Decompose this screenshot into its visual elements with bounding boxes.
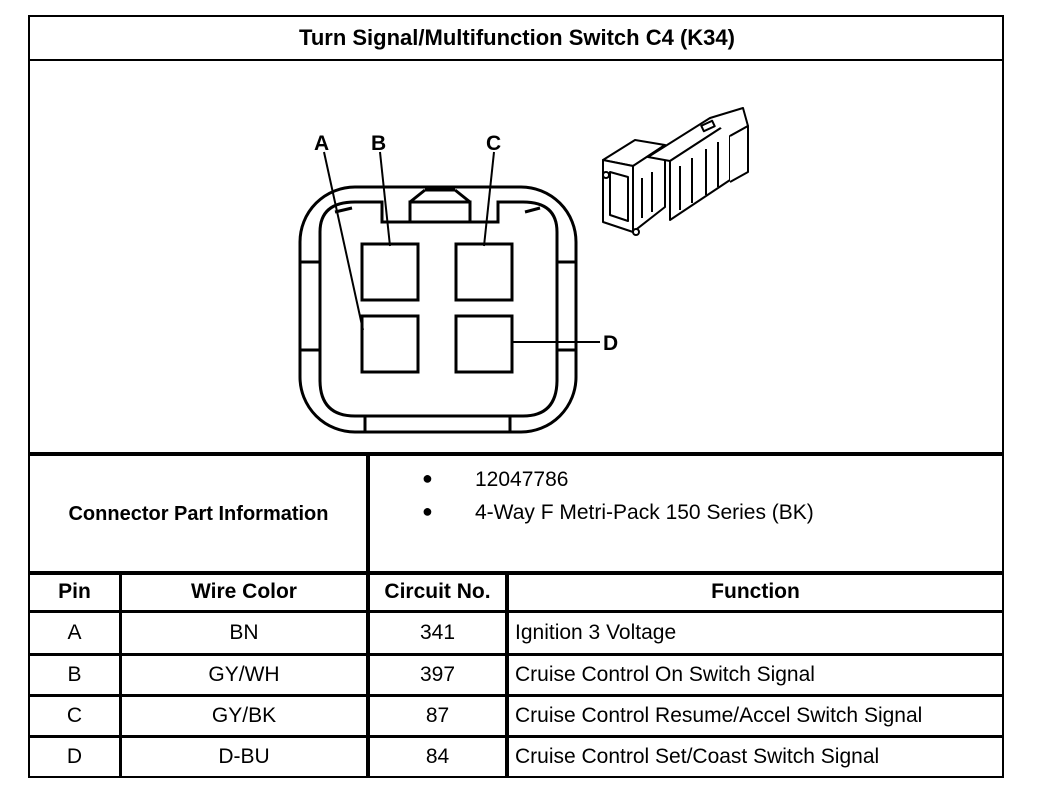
table-row-pin: B [67, 663, 82, 686]
table-row-wire-color: BN [229, 621, 259, 644]
part-number: 12047786 [475, 468, 569, 491]
diagram-divider [28, 452, 1004, 456]
table-row-wire-color: D-BU [218, 745, 270, 768]
latch-detail-right [454, 188, 471, 204]
table-row-wire-color: GY/BK [211, 704, 277, 727]
leader-c [483, 151, 495, 247]
pin-label-d: D [603, 332, 618, 355]
connector-inner-shell [318, 200, 559, 418]
table-row-function: Cruise Control On Switch Signal [515, 663, 815, 686]
leader-b [379, 151, 391, 247]
pin-label-a: A [314, 132, 329, 155]
iso-front-opening [609, 171, 629, 222]
iso-dot-top [602, 171, 610, 179]
table-row-function: Cruise Control Set/Coast Switch Signal [515, 745, 880, 768]
frame-right [1002, 15, 1004, 778]
iso-latch-window [700, 119, 716, 133]
table-row-pin: A [67, 621, 82, 644]
col-divider-3 [505, 571, 509, 778]
table-row-circuit: 84 [425, 745, 450, 768]
header-divider [28, 610, 1004, 613]
header-wire-color: Wire Color [191, 580, 297, 603]
cavity-a [360, 314, 420, 374]
connector-outer-shell [298, 185, 578, 434]
header-pin: Pin [58, 580, 91, 603]
bullet-icon: ● [422, 501, 433, 521]
table-row-pin: C [66, 704, 83, 727]
header-circuit-no: Circuit No. [384, 580, 491, 603]
connector-info-list: ● 12047786 ● 4-Way F Metri-Pack 150 Seri… [370, 456, 1002, 572]
row-divider-2 [28, 694, 1004, 697]
frame-bottom [28, 776, 1004, 778]
pin-label-group: A B C D [314, 132, 618, 355]
latch-detail-left [409, 188, 426, 204]
bullet-icon: ● [422, 468, 433, 488]
connector-info-label: Connector Part Information [68, 502, 329, 525]
connector-face [298, 185, 578, 434]
header-function: Function [711, 580, 800, 603]
title-divider [28, 59, 1004, 61]
table-row-circuit: 397 [419, 663, 456, 686]
connector-diagram: A B C D [30, 60, 1004, 453]
col-divider-1 [119, 571, 122, 778]
page-title: Turn Signal/Multifunction Switch C4 (K34… [299, 25, 735, 50]
cavity-d [454, 314, 514, 374]
frame-left [28, 15, 30, 778]
cpi-bottom-divider [28, 571, 1004, 575]
corner-right [524, 206, 541, 214]
col-divider-2 [366, 571, 370, 778]
table-row-wire-color: GY/WH [208, 663, 280, 686]
pin-label-c: C [486, 132, 501, 155]
connector-drawing: A B C D [298, 107, 749, 434]
table-row-function: Cruise Control Resume/Accel Switch Signa… [515, 704, 923, 727]
connector-series: 4-Way F Metri-Pack 150 Series (BK) [475, 501, 814, 524]
frame-top [28, 15, 1004, 17]
pin-label-b: B [371, 132, 386, 155]
pin-leaders [323, 151, 600, 343]
table-row-circuit: 87 [425, 704, 450, 727]
iso-dot-bottom [632, 228, 640, 236]
iso-rear-side [729, 125, 749, 183]
table-row-circuit: 341 [419, 621, 456, 644]
leader-a [323, 151, 364, 331]
cavity-b [360, 242, 420, 302]
cpi-divider [366, 452, 370, 574]
table-row-pin: D [66, 745, 83, 768]
row-divider-1 [28, 653, 1004, 656]
row-divider-3 [28, 735, 1004, 738]
table-row-function: Ignition 3 Voltage [515, 621, 677, 644]
cavity-c [454, 242, 514, 302]
connector-isometric [602, 107, 749, 236]
